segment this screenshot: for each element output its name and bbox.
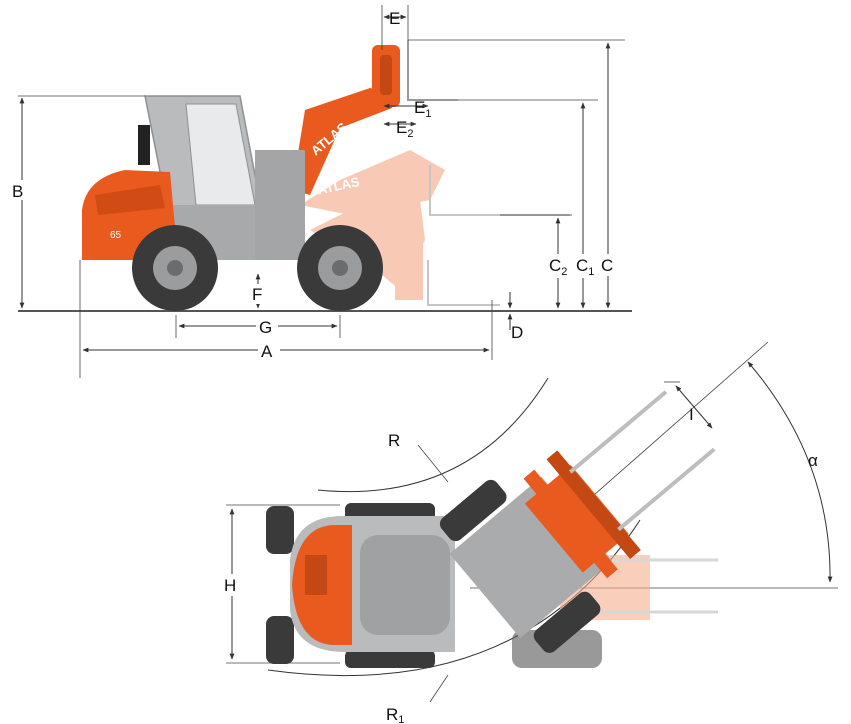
label-E2: E2	[396, 118, 413, 140]
label-E1: E1	[414, 98, 431, 120]
label-C2: C2	[549, 256, 567, 278]
label-E: E	[389, 9, 400, 28]
label-C1: C1	[576, 256, 594, 278]
label-F: F	[252, 285, 262, 304]
label-R: R	[388, 431, 400, 450]
dim-I	[675, 385, 713, 429]
raised-lift-arm: ATLAS	[292, 45, 400, 195]
label-R1: R1	[386, 705, 404, 724]
extension-lines	[18, 5, 625, 378]
label-G: G	[259, 318, 272, 337]
top-view: H I R R1 α	[222, 341, 838, 724]
articulated-front-frame	[439, 390, 716, 653]
front-wheel	[297, 225, 383, 311]
model-number: 65	[110, 230, 122, 241]
label-C: C	[601, 256, 613, 275]
arc-R	[317, 377, 549, 493]
label-H: H	[224, 576, 236, 595]
label-B: B	[12, 182, 23, 201]
label-alpha: α	[808, 451, 818, 470]
rear-wheel	[132, 225, 218, 311]
side-view: ATLAS ATLAS 65	[10, 5, 632, 378]
label-D: D	[511, 323, 523, 342]
label-A: A	[261, 342, 273, 361]
label-I: I	[689, 405, 694, 424]
rear-frame	[266, 503, 455, 668]
alpha-arc	[747, 361, 833, 583]
